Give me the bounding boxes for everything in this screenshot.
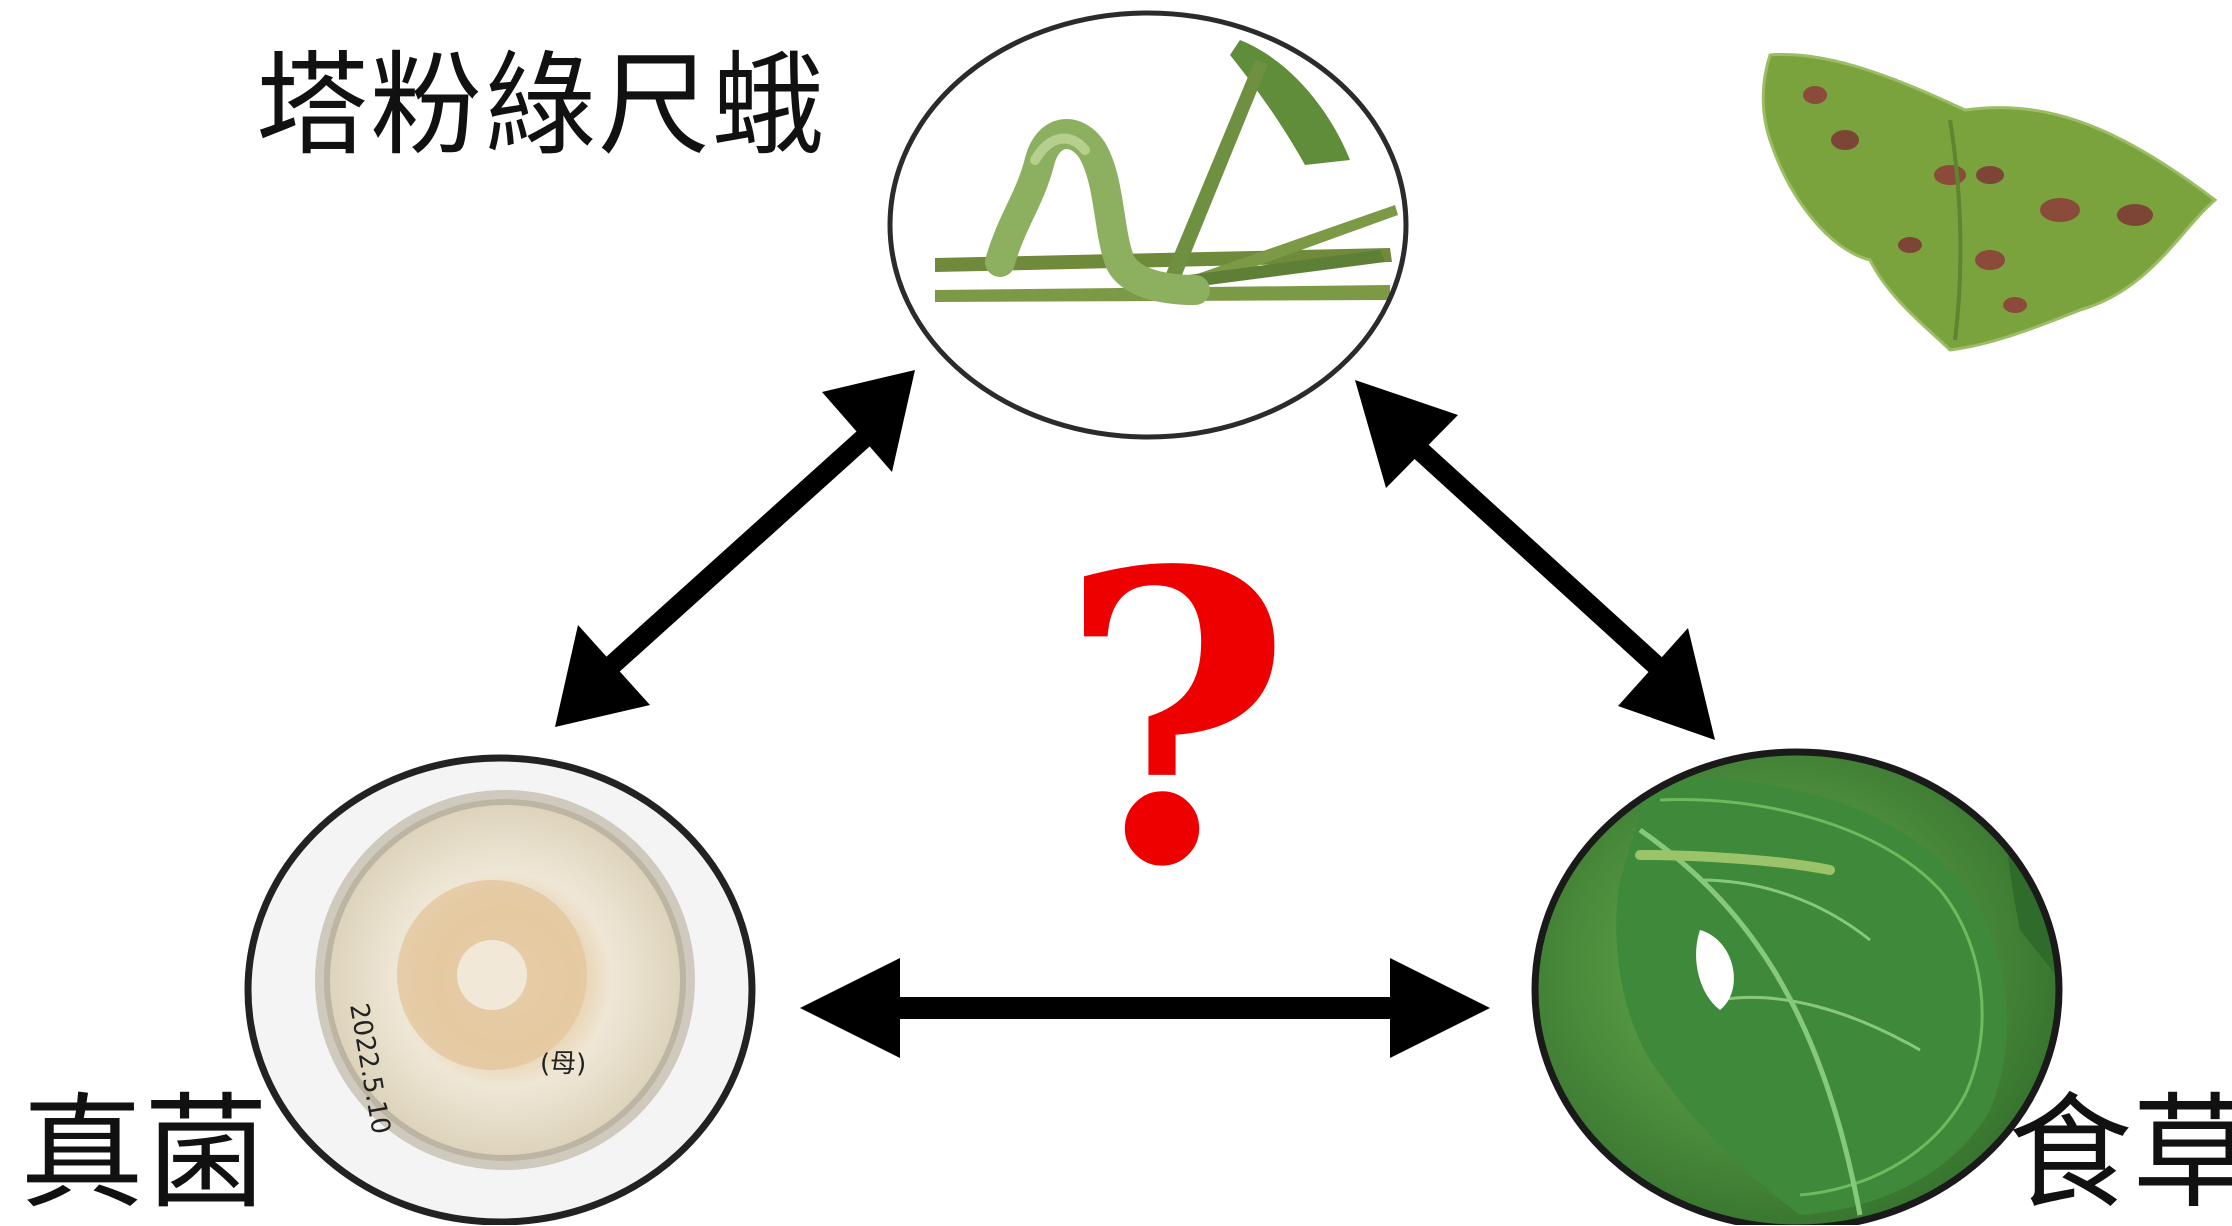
petri-dish-photo: (母) 2022.5.10 bbox=[244, 754, 756, 1225]
petri-dish-handwriting-1: (母) bbox=[540, 1049, 586, 1079]
question-mark: ? bbox=[1058, 485, 1293, 955]
host-plant-leaf-photo bbox=[1531, 748, 2063, 1225]
arrow-moth-plant bbox=[1355, 380, 1715, 740]
caterpillar-photo bbox=[887, 10, 1409, 440]
host-plant-label: 食草 bbox=[2008, 1082, 2232, 1226]
moth-species-label: 塔粉綠尺蛾 bbox=[256, 41, 826, 171]
adult-moth-photo bbox=[1761, 52, 2218, 352]
arrow-moth-fungus bbox=[555, 370, 915, 727]
arrow-fungus-plant bbox=[800, 958, 1490, 1058]
fungus-label: 真菌 bbox=[20, 1082, 269, 1226]
